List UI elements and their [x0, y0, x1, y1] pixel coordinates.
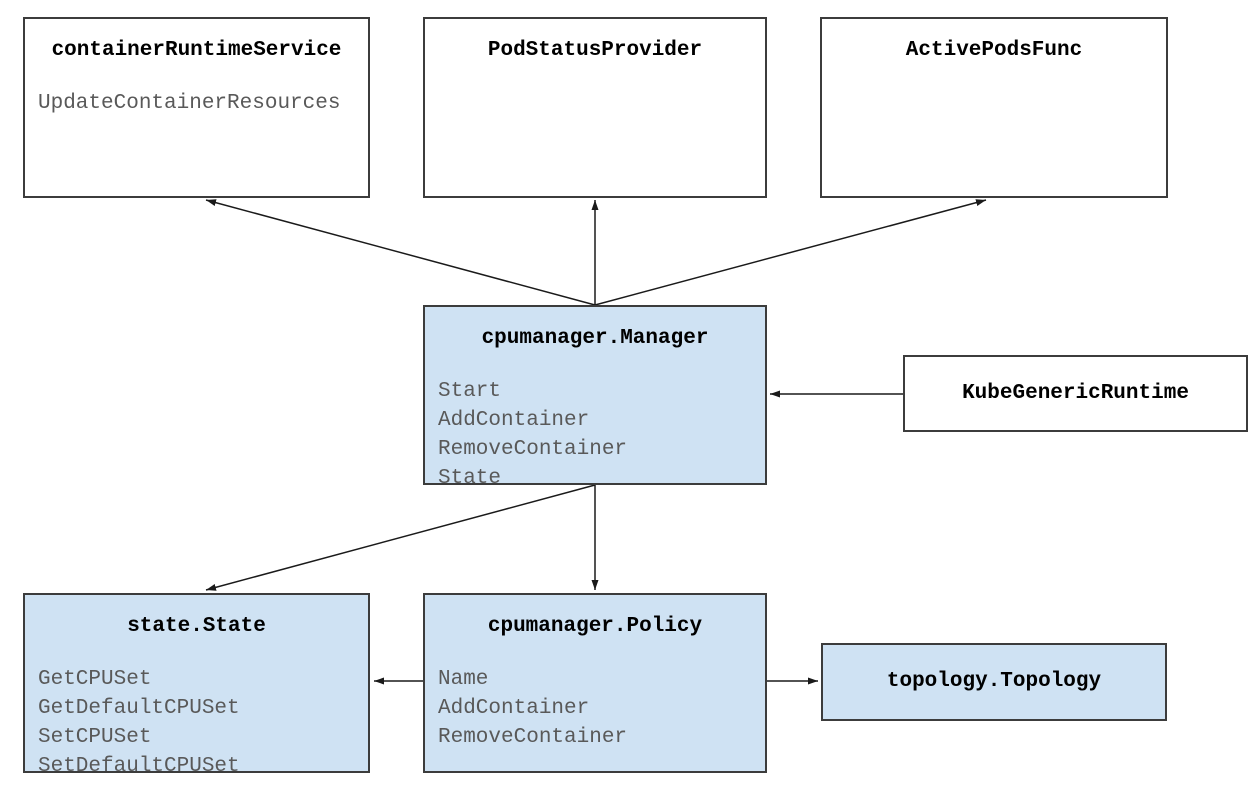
method-label: RemoveContainer [438, 438, 628, 461]
method-label: SetCPUSet [38, 726, 152, 749]
arrow-manager-to-container-runtime-service [205, 199, 596, 306]
node-cpumanager-policy: cpumanager.Policy Name AddContainer Remo… [423, 593, 767, 773]
method-label: State [438, 467, 502, 490]
node-container-runtime-service: containerRuntimeService UpdateContainerR… [23, 17, 370, 198]
node-title: ActivePodsFunc [905, 39, 1083, 62]
node-cpumanager-manager: cpumanager.Manager Start AddContainer Re… [423, 305, 767, 490]
method-label: Start [438, 380, 502, 403]
node-active-pods-func: ActivePodsFunc [820, 17, 1168, 198]
arrow-manager-to-active-pods-func [594, 199, 987, 306]
node-title: state.State [127, 615, 266, 638]
node-topology-topology: topology.Topology [821, 643, 1167, 721]
method-label: AddContainer [438, 697, 590, 720]
method-label: GetCPUSet [38, 668, 152, 691]
node-title: PodStatusProvider [487, 39, 703, 62]
node-title: containerRuntimeService [51, 39, 342, 62]
node-title: KubeGenericRuntime [962, 381, 1189, 405]
node-title: topology.Topology [886, 670, 1102, 693]
node-method-list: GetCPUSet GetDefaultCPUSet SetCPUSet Set… [38, 665, 368, 781]
method-label: Name [438, 668, 489, 691]
arrow-manager-to-state [205, 484, 596, 591]
method-label: GetDefaultCPUSet [38, 697, 240, 720]
node-state-state: state.State GetCPUSet GetDefaultCPUSet S… [23, 593, 370, 778]
node-title: cpumanager.Policy [487, 615, 703, 638]
method-label: AddContainer [438, 409, 590, 432]
method-label: UpdateContainerResources [38, 92, 341, 115]
node-method-list: Start AddContainer RemoveContainer State [438, 377, 765, 493]
method-label: SetDefaultCPUSet [38, 755, 240, 778]
node-pod-status-provider: PodStatusProvider [423, 17, 767, 198]
node-method-list: Name AddContainer RemoveContainer [438, 665, 765, 752]
node-kube-generic-runtime: KubeGenericRuntime [903, 355, 1248, 432]
node-method-list: UpdateContainerResources [38, 89, 368, 118]
node-title: cpumanager.Manager [481, 327, 709, 350]
method-label: RemoveContainer [438, 726, 628, 749]
